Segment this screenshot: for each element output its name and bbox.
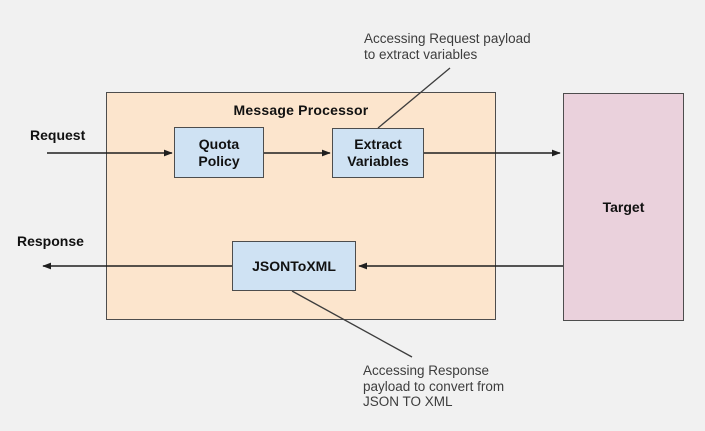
response-payload-callout-line1: Accessing Response (363, 363, 490, 378)
request-label: Request (30, 127, 86, 143)
node-quota-policy: Quota Policy (174, 127, 264, 178)
node-jsontoxml: JSONToXML (232, 241, 356, 291)
response-payload-callout-line3: JSON TO XML (363, 394, 453, 409)
node-target-label: Target (602, 198, 645, 215)
response-payload-callout-line2: payload to convert from (363, 378, 505, 394)
node-extract-variables-label-line1: Extract (354, 136, 402, 152)
node-target: Target (563, 93, 684, 321)
node-quota-policy-label-line1: Quota (198, 135, 240, 152)
request-payload-callout-line1: Accessing Request payload (364, 31, 531, 46)
request-payload-callout-line2: to extract variables (364, 46, 478, 62)
node-extract-variables-label-line2: Variables (347, 153, 409, 169)
node-jsontoxml-label: JSONToXML (252, 257, 336, 274)
response-payload-callout: Accessing Response payload to convert fr… (363, 363, 504, 410)
message-processor-title: Message Processor (233, 102, 369, 118)
response-label: Response (17, 233, 84, 249)
request-payload-callout: Accessing Request payload to extract var… (364, 31, 531, 62)
node-quota-policy-label-line2: Policy (198, 152, 240, 169)
node-extract-variables: Extract Variables (332, 128, 424, 178)
